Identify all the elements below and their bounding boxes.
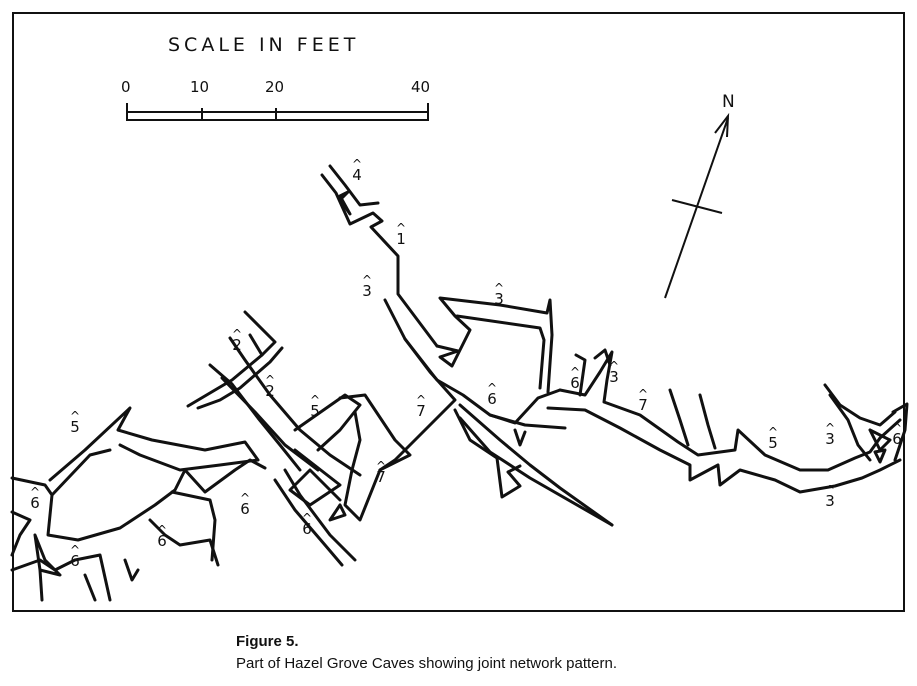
passage-label: ^7 xyxy=(416,393,427,420)
passage-label: ^3 xyxy=(494,281,505,308)
passage-label: ^7 xyxy=(376,459,387,486)
passage-label: ^6 xyxy=(157,523,168,550)
passage-label: ^3 xyxy=(362,273,373,300)
passage-label: ^6 xyxy=(30,485,41,512)
passage-label: ^2 xyxy=(265,373,276,400)
scale-title: SCALE IN FEET xyxy=(168,34,360,56)
passage-label: ^3 xyxy=(609,359,620,386)
figure-caption-text: Part of Hazel Grove Caves showing joint … xyxy=(236,655,618,672)
scale-tick-20: 20 xyxy=(265,78,285,96)
scale-tick-0: 0 xyxy=(121,78,131,96)
cave-passages xyxy=(10,164,909,602)
passage-label: ^6 xyxy=(892,421,903,448)
passage-label: ^5 xyxy=(310,393,321,420)
passage-label: ^6 xyxy=(240,491,251,518)
passage-label: ^3 xyxy=(825,421,836,448)
passage-label: ^5 xyxy=(70,409,81,436)
north-label: N xyxy=(722,92,735,112)
passage-label: ^4 xyxy=(352,157,363,184)
passage-label: ^1 xyxy=(396,221,407,248)
passage-label: ^6 xyxy=(70,543,81,570)
passage-label: ^3 xyxy=(825,483,836,510)
passage-label: ^6 xyxy=(570,365,581,392)
passage-label: ^7 xyxy=(638,387,649,414)
scale-tick-40: 40 xyxy=(411,78,431,96)
passage-label: ^5 xyxy=(768,425,779,452)
figure-caption-title: Figure 5. xyxy=(236,633,299,650)
passage-label: ^2 xyxy=(232,327,243,354)
passage-label: ^6 xyxy=(487,381,498,408)
scale-tick-10: 10 xyxy=(190,78,210,96)
north-arrow-icon xyxy=(664,112,730,299)
passage-label: ^6 xyxy=(302,511,313,538)
scale-bar xyxy=(126,103,429,121)
